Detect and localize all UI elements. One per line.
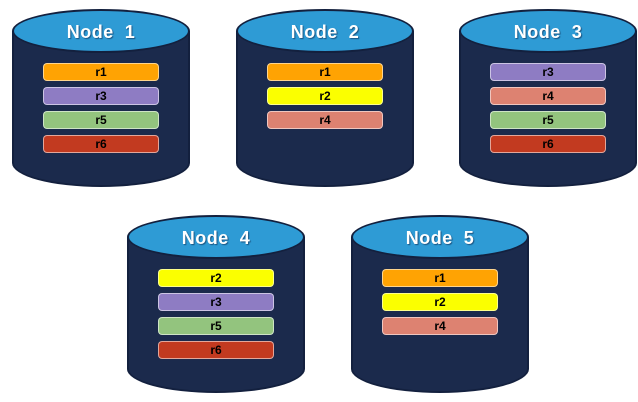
replica-bar: r2 [382,293,498,311]
node-5-title: Node 5 [405,227,475,248]
replica-bar: r6 [43,135,159,153]
replica-bar: r3 [490,63,606,81]
replica-bar: r1 [43,63,159,81]
node-4-replica-list: r2 r3 r5 r6 [158,269,274,365]
replica-bar: r3 [158,293,274,311]
node-3-title: Node 3 [513,21,583,42]
replica-bar: r6 [158,341,274,359]
node-1-replica-list: r1 r3 r5 r6 [43,63,159,159]
replica-bar: r6 [490,135,606,153]
node-4-title: Node 4 [181,227,251,248]
replica-bar: r1 [267,63,383,81]
node-1-cylinder-body [12,31,190,187]
node-3-cylinder-top-ellipse: Node 3 [459,9,637,53]
node-1-cylinder: Node 1 r1 r3 r5 r6 [12,9,190,187]
node-4-cylinder: Node 4 r2 r3 r5 r6 [127,215,305,393]
replica-bar: r4 [490,87,606,105]
node-5-cylinder: Node 5 r1 r2 r4 [351,215,529,393]
replica-bar: r4 [267,111,383,129]
node-2-cylinder-top-ellipse: Node 2 [236,9,414,53]
node-5-cylinder-top-ellipse: Node 5 [351,215,529,259]
replica-bar: r5 [43,111,159,129]
replica-bar: r4 [382,317,498,335]
node-2-replica-list: r1 r2 r4 [267,63,383,135]
replica-bar: r3 [43,87,159,105]
node-1-cylinder-top-ellipse: Node 1 [12,9,190,53]
node-2-cylinder: Node 2 r1 r2 r4 [236,9,414,187]
node-4-cylinder-body [127,237,305,393]
node-2-title: Node 2 [290,21,360,42]
node-3-cylinder: Node 3 r3 r4 r5 r6 [459,9,637,187]
node-5-cylinder-body [351,237,529,393]
node-5-replica-list: r1 r2 r4 [382,269,498,341]
replica-bar: r1 [382,269,498,287]
node-3-replica-list: r3 r4 r5 r6 [490,63,606,159]
replica-bar: r2 [267,87,383,105]
node-4-cylinder-top-ellipse: Node 4 [127,215,305,259]
replica-bar: r5 [490,111,606,129]
node-2-cylinder-body [236,31,414,187]
node-1-title: Node 1 [66,21,136,42]
replica-bar: r2 [158,269,274,287]
replica-bar: r5 [158,317,274,335]
node-3-cylinder-body [459,31,637,187]
